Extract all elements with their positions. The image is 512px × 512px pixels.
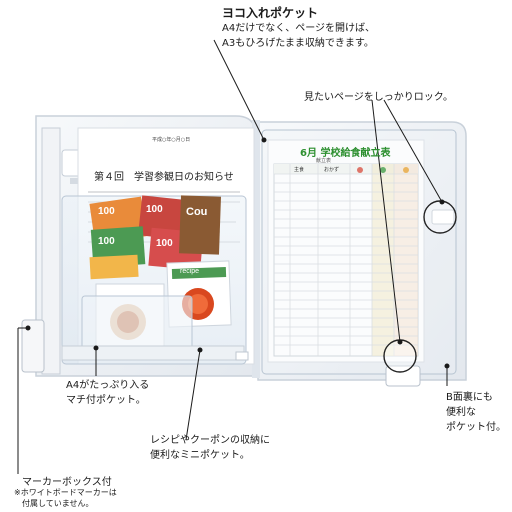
yoko-pocket-title: ヨコ入れポケット bbox=[222, 6, 319, 20]
document-date: 平成○年○月○日 bbox=[152, 137, 191, 143]
pocket-highlight-circle bbox=[383, 339, 417, 373]
menu-col-main: 主食 bbox=[294, 167, 305, 173]
coupon-price-3: 100 bbox=[98, 236, 115, 247]
lock-highlight-circle bbox=[423, 200, 457, 234]
coupon-price-1: 100 bbox=[98, 206, 115, 217]
yoko-pocket bbox=[261, 129, 457, 375]
menu-table bbox=[273, 163, 419, 357]
gusset-callout: A4がたっぷり入る マチ付ポケット。 bbox=[66, 380, 150, 406]
coupon-stack bbox=[89, 195, 221, 280]
coupon-price-4: 100 bbox=[156, 238, 173, 249]
mini-pocket bbox=[81, 295, 193, 353]
marker-box bbox=[41, 127, 61, 375]
recipe-card-label: recipe bbox=[180, 268, 200, 275]
menu-col-side: おかず bbox=[324, 167, 340, 173]
coupon-price-2: 100 bbox=[146, 204, 163, 215]
document-heading: 第４回 学習参観日のお知らせ bbox=[94, 172, 234, 183]
yoko-pocket-desc: A4だけでなく、ページを開けば、 A3もひろげたまま収納できます。 bbox=[222, 23, 376, 49]
lock-callout: 見たいページをしっかりロック。 bbox=[304, 92, 453, 103]
menu-sheet-title: 6月 学校給食献立表 bbox=[300, 148, 391, 159]
menu-subtitle: 献立表 bbox=[316, 158, 332, 164]
b-side-pocket-callout: B面裏にも 便利な ポケット付。 bbox=[446, 392, 506, 433]
mini-pocket-callout: レシピやクーポンの収納に 便利なミニポケット。 bbox=[150, 435, 270, 461]
coupon-brand: Cou bbox=[186, 206, 208, 218]
marker-note: ※ホワイトボードマーカーは 付属していません。 bbox=[14, 488, 117, 508]
marker-box-callout: マーカーボックス付 bbox=[22, 477, 112, 488]
